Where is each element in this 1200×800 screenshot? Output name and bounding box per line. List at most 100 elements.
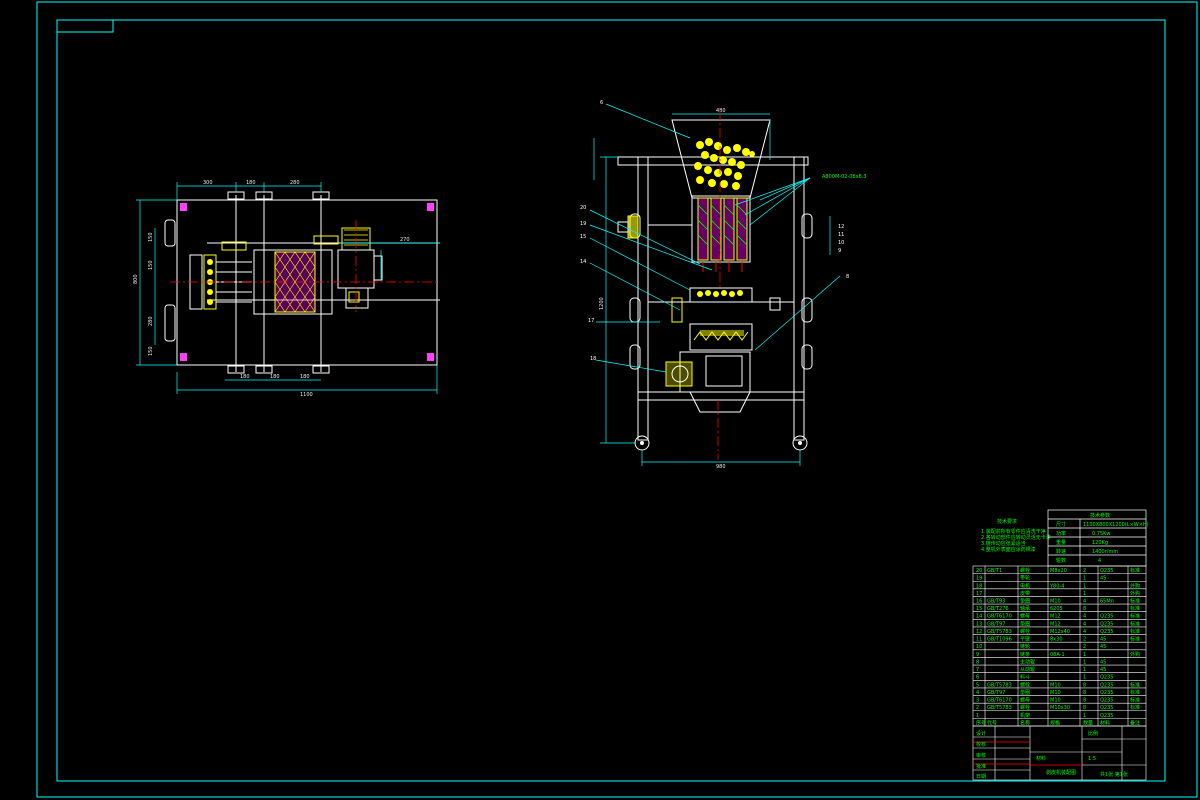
parts-cell-spec: M10 xyxy=(1050,698,1061,704)
parts-cell-mat: Q235 xyxy=(1100,621,1113,627)
motor-base xyxy=(345,287,369,309)
dim-bottom-1: 180 xyxy=(240,374,250,380)
spec-value: 1400r/min xyxy=(1092,549,1118,555)
scale-value: 1:5 xyxy=(1088,756,1096,762)
parts-cell-no: 14 xyxy=(976,614,982,620)
balloon-15: 15 xyxy=(580,234,586,240)
sprocket xyxy=(313,235,339,245)
parts-cell-mat: Q235 xyxy=(1100,713,1113,719)
balloon-18: 18 xyxy=(590,356,596,362)
top-view: 300 180 280 800 150 150 280 150 180 180 … xyxy=(133,180,440,398)
parts-cell-name: 垫圈 xyxy=(1020,597,1030,604)
parts-cell-qty: 8 xyxy=(1083,698,1086,704)
parts-cell-note: 标准 xyxy=(1130,636,1140,643)
dim-top-2: 180 xyxy=(246,180,256,186)
dim-left-3: 280 xyxy=(148,316,154,326)
parts-header-name: 名称 xyxy=(1020,719,1030,726)
parts-cell-note: 标准 xyxy=(1130,681,1140,688)
spec-value: 1100X800X1200(L×W×H) xyxy=(1083,522,1149,528)
parts-header-qty: 数量 xyxy=(1083,719,1093,726)
parts-cell-qty: 1 xyxy=(1083,591,1086,597)
roller-stack xyxy=(691,195,751,272)
dim-bottom-2: 180 xyxy=(270,374,280,380)
parts-cell-name: 链条 xyxy=(1020,651,1030,658)
parts-cell-qty: 4 xyxy=(1083,614,1086,620)
foot xyxy=(427,353,434,361)
drawing-name: 剥皮机装配图 xyxy=(1046,769,1076,776)
material-label: 材料 xyxy=(1036,755,1046,762)
parts-cell-spec: M12 xyxy=(1050,621,1061,627)
front-view: 480 xyxy=(580,100,867,470)
tech-req-line: 4.整机外表面应涂防锈漆 xyxy=(981,546,1036,553)
tech-req-line: 3.链传动应张紧适当 xyxy=(981,540,1026,547)
balloon-12: 12 xyxy=(838,224,844,230)
parts-cell-no: 16 xyxy=(976,598,982,604)
parts-cell-code: GB/T6170 xyxy=(987,698,1012,704)
parts-cell-no: 18 xyxy=(976,583,982,589)
parts-cell-no: 17 xyxy=(976,591,982,597)
parts-cell-qty: 8 xyxy=(1083,682,1086,688)
title-row-label: 设计 xyxy=(976,730,986,737)
parts-cell-name: 平键 xyxy=(1020,636,1030,643)
parts-cell-mat: Q235 xyxy=(1100,614,1113,620)
parts-cell-qty: 4 xyxy=(1083,629,1086,635)
parts-cell-qty: 8 xyxy=(1083,606,1086,612)
parts-cell-spec: M12x40 xyxy=(1050,629,1070,635)
lower-drum xyxy=(689,323,753,351)
parts-cell-qty: 1 xyxy=(1083,675,1086,681)
spec-name: 辊数 xyxy=(1056,557,1066,564)
parts-cell-note: 标准 xyxy=(1130,620,1140,627)
right-post xyxy=(793,156,805,441)
parts-cell-note: 外购 xyxy=(1130,582,1140,589)
tech-req-title: 技术要求 xyxy=(997,518,1017,525)
left-post xyxy=(637,156,649,441)
title-block xyxy=(972,725,1147,781)
parts-cell-name: 机架 xyxy=(1020,712,1030,719)
parts-cell-note: 外购 xyxy=(1130,651,1140,658)
tech-spec-header: 技术参数 xyxy=(1090,512,1110,519)
parts-cell-code: GB/T5783 xyxy=(987,682,1012,688)
parts-cell-qty: 1 xyxy=(1083,576,1086,582)
parts-cell-note: 标准 xyxy=(1130,605,1140,612)
parts-cell-qty: 2 xyxy=(1083,644,1086,650)
parts-cell-note: 外购 xyxy=(1130,590,1140,597)
parts-cell-name: 轴承 xyxy=(1020,605,1030,612)
parts-cell-code: GB/T1096 xyxy=(987,637,1012,643)
parts-header-spec: 规格 xyxy=(1050,719,1060,726)
parts-cell-spec: 08A-1 xyxy=(1050,652,1065,658)
parts-cell-mat: 45 xyxy=(1100,644,1106,650)
balloon-17: 17 xyxy=(588,318,594,324)
parts-cell-note: 标准 xyxy=(1130,697,1140,704)
outer-border xyxy=(36,1,1198,798)
parts-cell-qty: 1 xyxy=(1083,652,1086,658)
belt-note: A800M-02-08x8.3 xyxy=(822,174,867,180)
motor-flange xyxy=(373,255,383,281)
parts-cell-qty: 2 xyxy=(1083,637,1086,643)
parts-cell-qty: 2 xyxy=(1083,568,1086,574)
parts-cell-name: 主动辊 xyxy=(1020,658,1035,665)
parts-cell-code: GB/T5783 xyxy=(987,705,1012,711)
parts-cell-name: 带轮 xyxy=(1020,575,1030,582)
parts-cell-spec: M12 xyxy=(1050,614,1061,620)
dim-overall-height: 1200 xyxy=(599,297,605,310)
parts-cell-mat: 45 xyxy=(1100,667,1106,673)
parts-header-note: 备注 xyxy=(1130,719,1140,726)
spec-value: 120Kg xyxy=(1092,540,1108,546)
dim-left-2: 150 xyxy=(148,260,154,270)
parts-cell-code: GB/T93 xyxy=(987,598,1005,604)
parts-cell-spec: 6205 xyxy=(1050,606,1063,612)
belt-pulley xyxy=(348,291,360,303)
parts-cell-no: 8 xyxy=(976,659,979,665)
balloon-19: 19 xyxy=(580,221,586,227)
parts-cell-spec: M10 xyxy=(1050,598,1061,604)
dim-left-4: 150 xyxy=(148,346,154,356)
spec-value: 4 xyxy=(1098,558,1101,564)
parts-cell-mat: Q235 xyxy=(1100,675,1113,681)
parts-cell-spec: M8x20 xyxy=(1050,568,1067,574)
parts-cell-name: 螺栓 xyxy=(1020,567,1030,574)
corn-kernels xyxy=(694,138,755,190)
parts-cell-qty: 1 xyxy=(1083,713,1086,719)
parts-cell-no: 7 xyxy=(976,667,979,673)
top-view-frame xyxy=(176,199,438,366)
